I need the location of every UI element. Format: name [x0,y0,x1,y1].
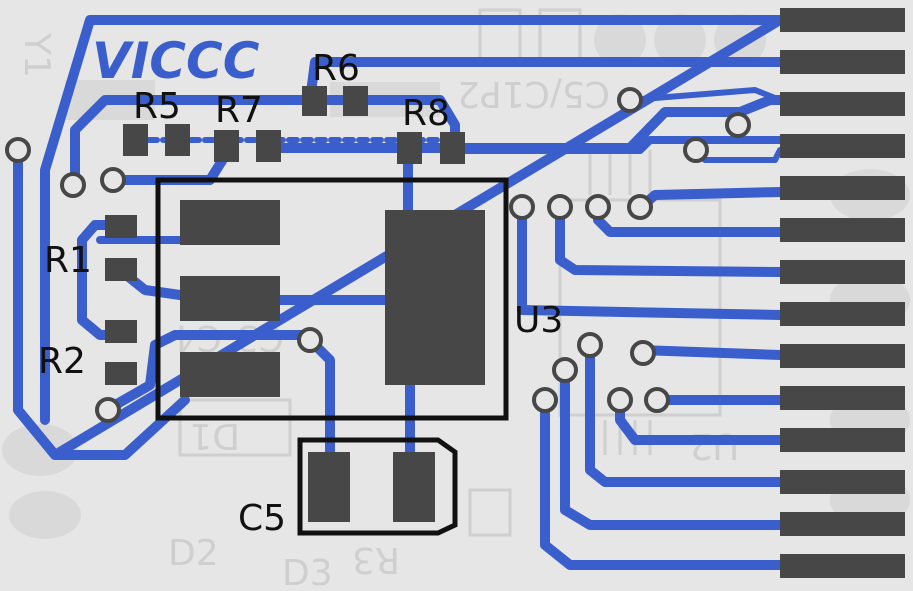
ghost-label-d2: D2 [168,533,219,574]
label-r6: R6 [312,48,360,89]
r1-pad-2 [105,258,137,281]
r2-pad-2 [105,362,137,385]
r5-pad-2 [165,124,190,156]
via [577,332,603,358]
c5-outline [297,437,458,536]
traces [13,15,785,570]
via [100,167,126,193]
ghost-label-mirrored: C5/C1P2 [457,73,610,114]
label-r7: R7 [215,90,263,131]
via [552,357,578,383]
c5-pad-2 [393,452,435,522]
ghost-label-d1: D1 [189,415,240,456]
r7-pad-1 [214,130,239,162]
ghost-label-d3: D3 [282,553,333,591]
connector-pad [780,176,905,200]
via [585,194,611,220]
u3-outline [155,177,509,421]
via [617,87,643,113]
connector-pad [780,302,905,326]
r8-pad-1 [397,132,422,164]
via [509,194,535,220]
via [95,397,121,423]
r6-pad-2 [343,86,368,116]
connector-pad [780,554,905,578]
via [683,137,709,163]
u3-tab-pad [385,210,485,385]
ghost-label-y1: Y1 [16,32,57,78]
vias [5,87,751,423]
edge-connector [780,8,905,578]
label-r1: R1 [44,240,92,281]
connector-pad [780,8,905,32]
u3-pad-1 [180,200,280,245]
label-r2: R2 [38,341,86,382]
via [60,172,86,198]
via [532,387,558,413]
ghost-label-r3: R3 [352,539,400,580]
connector-pad [780,260,905,284]
label-u3: U3 [514,300,563,341]
via [725,112,751,138]
r5-pad-1 [123,124,148,156]
connector-pad [780,92,905,116]
u3-pad-2 [180,276,280,321]
connector-pad [780,428,905,452]
u3-pad-3 [180,352,280,397]
connector-pad [780,50,905,74]
connector-pad [780,470,905,494]
label-r5: R5 [133,86,181,127]
ghost-silkscreen: D2 D3 R3 U2 D1 C4 C3 C5/C1P2 Y1 [16,32,739,591]
ghost-label-u2: U2 [690,425,739,466]
via [5,137,31,163]
r8-pad-2 [440,132,465,164]
smd-pads [105,86,485,522]
connector-pad [780,134,905,158]
silkscreen-labels: R5 R7 R6 R8 R1 R2 U3 C5 [38,48,563,539]
silkscreen-outlines [155,177,509,536]
c5-pad-1 [308,452,350,522]
connector-pad [780,218,905,242]
via [627,194,653,220]
r7-pad-2 [256,130,281,162]
label-r8: R8 [402,93,450,134]
r6-pad-1 [302,86,327,116]
board-logo: VICCC [92,32,260,90]
via [644,387,670,413]
r2-pad-1 [105,320,137,343]
via [607,387,633,413]
r1-pad-1 [105,215,137,238]
connector-pad [780,386,905,410]
connector-pad [780,512,905,536]
connector-pad [780,344,905,368]
label-c5: C5 [238,498,286,539]
via [547,194,573,220]
via [297,327,323,353]
via [630,340,656,366]
